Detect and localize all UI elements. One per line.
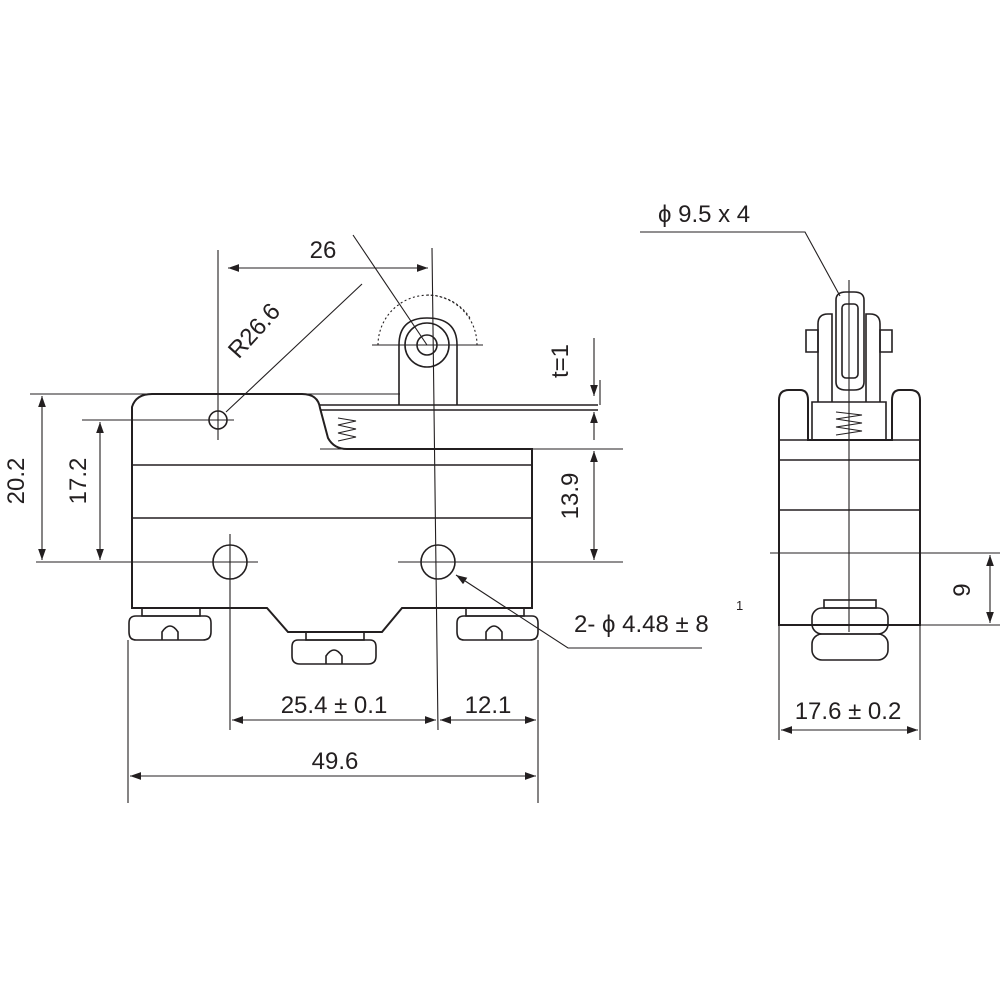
roller-bracket bbox=[398, 317, 458, 405]
side-axle-pins bbox=[805, 329, 893, 353]
terminal-right bbox=[456, 607, 539, 641]
d26-leader bbox=[352, 234, 428, 346]
side-extension-lines bbox=[770, 280, 1000, 740]
dim-20-2-label: 20.2 bbox=[3, 458, 30, 505]
dim-12-1-label: 12.1 bbox=[465, 692, 512, 719]
hole-leader bbox=[455, 574, 702, 649]
dim-9-label: 9 bbox=[949, 583, 976, 596]
side-roller bbox=[835, 291, 865, 391]
roller-spec-leader bbox=[640, 231, 841, 297]
side-spring bbox=[835, 411, 863, 436]
dim-26-label: 26 bbox=[310, 237, 337, 264]
dim-17-6-label: 17.6 ± 0.2 bbox=[795, 698, 902, 725]
roller-travel-arc bbox=[377, 294, 471, 346]
roller-spec-label: ϕ 9.5 x 4 bbox=[658, 201, 750, 228]
terminal-center bbox=[291, 631, 377, 665]
side-roller-inner bbox=[841, 303, 859, 379]
dim-13-9-label: 13.9 bbox=[557, 473, 584, 520]
hole-spec-label: 2- ϕ 4.48 ± 8 bbox=[574, 611, 709, 638]
hole-spec-superscript: 1 bbox=[736, 598, 743, 613]
dim-r26-6-label: R26.6 bbox=[223, 298, 286, 364]
extension-lines bbox=[30, 247, 623, 803]
front-view: 26 R26.6 t=1 20.2 17.2 13.9 2- ϕ 4.48 ± … bbox=[3, 234, 743, 803]
roller-travel-arc-2 bbox=[426, 294, 478, 346]
switch-body bbox=[131, 393, 533, 633]
dim-25-4-label: 25.4 ± 0.1 bbox=[281, 692, 388, 719]
dim-49-6-label: 49.6 bbox=[312, 748, 359, 775]
terminal-left bbox=[128, 607, 212, 641]
side-view: ϕ 9.5 x 4 9 17.6 ± 0.2 bbox=[640, 201, 1000, 740]
spring bbox=[337, 417, 357, 442]
side-roller-bracket bbox=[817, 313, 881, 402]
lever-arm bbox=[318, 404, 598, 411]
dim-t1-label: t=1 bbox=[547, 344, 574, 378]
dim-17-2-label: 17.2 bbox=[65, 458, 92, 505]
radius-leader bbox=[225, 283, 363, 413]
side-terminal-3 bbox=[811, 633, 889, 661]
